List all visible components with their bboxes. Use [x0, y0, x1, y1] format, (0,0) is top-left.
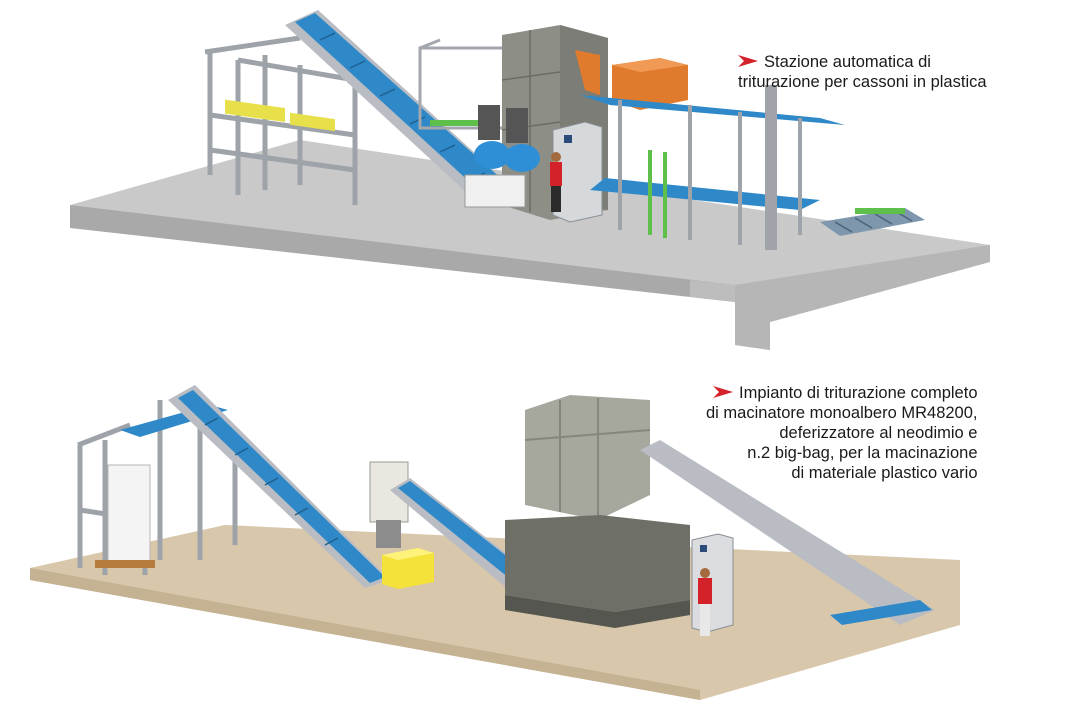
platform-side-edge — [735, 245, 990, 350]
hopper-panels — [524, 398, 651, 518]
ground-edge — [30, 568, 700, 700]
red-arrow-icon — [713, 386, 734, 398]
caption-line: di materiale plastico vario — [791, 464, 978, 482]
control-cabinet — [552, 121, 603, 223]
blue-motor — [504, 144, 540, 172]
caption-line: triturazione per cassoni in plastica — [738, 73, 987, 91]
yellow-gripper — [225, 99, 285, 123]
red-arrow-icon — [738, 55, 758, 67]
shredder-hopper — [525, 395, 650, 520]
operator-head — [700, 568, 710, 578]
caption-line: di macinatore monoalbero MR48200, — [706, 404, 978, 422]
green-rail — [430, 120, 495, 126]
right-frame — [618, 100, 802, 245]
orange-bin — [612, 58, 688, 110]
caption-line: Impianto di triturazione completo — [706, 383, 978, 403]
caption-line: Stazione automatica di — [738, 52, 987, 72]
shredder-base — [505, 595, 690, 628]
vertical-column — [765, 85, 777, 250]
conveyor-cleats — [204, 417, 339, 546]
yellow-bin-top — [382, 548, 434, 560]
platform-step — [690, 280, 735, 302]
caption-line: n.2 big-bag, per la macinazione — [747, 444, 978, 462]
output-conveyor-belt — [830, 600, 932, 625]
top-scene — [70, 10, 990, 350]
operator-body — [698, 578, 712, 604]
operator-legs — [551, 186, 561, 212]
yellow-gripper — [290, 112, 335, 132]
operator-head — [551, 152, 561, 162]
incline-conveyor-belt — [295, 13, 505, 197]
cabinet-screen — [700, 545, 707, 552]
conveyor-cleats — [319, 32, 486, 181]
cabinet-screen — [564, 135, 572, 143]
shredder-body — [505, 515, 690, 612]
motor-housing — [478, 105, 500, 140]
green-stop — [855, 208, 905, 214]
bottom-scene-caption: Impianto di triturazione completo di mac… — [706, 383, 978, 483]
top-scene-caption: Stazione automatica di triturazione per … — [738, 52, 987, 92]
pallet — [95, 560, 155, 568]
blue-motor — [474, 141, 510, 169]
caption-line: deferizzatore al neodimio e — [779, 424, 978, 442]
horizontal-conveyor — [580, 95, 845, 125]
orange-bin-top — [612, 58, 688, 72]
separator-motor — [376, 520, 401, 548]
output-conveyor-frame — [640, 440, 935, 625]
long-incline-belt — [178, 390, 385, 583]
lower-conveyor — [590, 178, 820, 210]
orange-chute — [575, 50, 600, 95]
operator-body — [550, 162, 562, 186]
motor-housing — [506, 108, 528, 143]
middle-incline-belt — [398, 481, 535, 587]
green-rails — [648, 150, 667, 238]
white-collection-box — [464, 174, 526, 208]
bottom-scene — [30, 385, 960, 700]
operator-legs — [700, 604, 710, 636]
big-bag — [107, 464, 151, 566]
left-gantry-frame — [204, 35, 358, 205]
platform-front-edge — [70, 205, 735, 302]
